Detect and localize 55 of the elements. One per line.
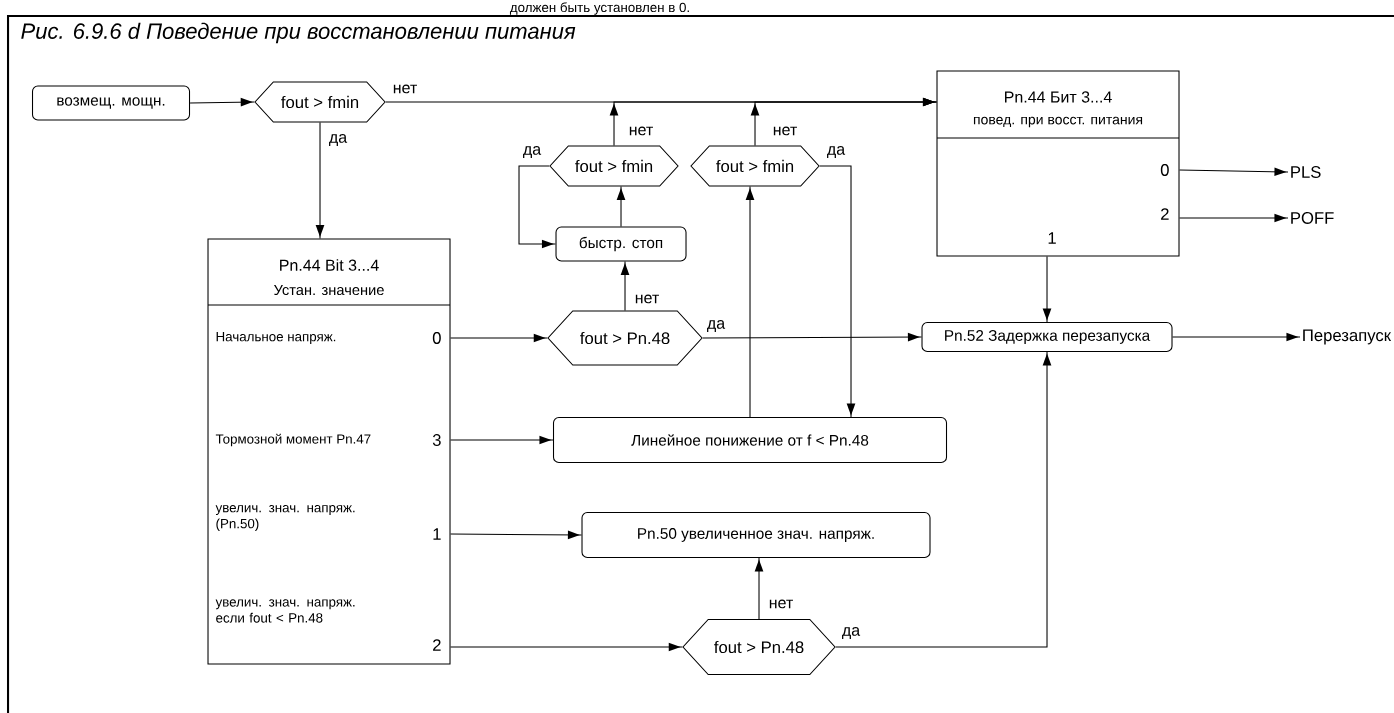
note-text: должен быть установлен в 0. [509, 2, 689, 15]
process-box: Pn.52 Задержка перезапуска [921, 321, 1173, 353]
arrow [745, 186, 755, 418]
edge-label: нет [771, 125, 799, 137]
edge-label: да [705, 318, 727, 334]
option-number: 3 [432, 434, 441, 446]
decision-hexagon: fout > fmin [254, 81, 386, 123]
decision-hexagon: fout > fmin [690, 145, 820, 187]
decision-hexagon: fout > Pn.48 [547, 310, 703, 366]
arrow [315, 122, 325, 239]
arrow [450, 642, 683, 652]
option-number: 1 [433, 528, 441, 540]
option-number: 0 [1160, 164, 1169, 176]
output-label: PLS [1291, 166, 1321, 178]
decision-hexagon: fout > Pn.48 [682, 618, 836, 676]
arrow [616, 186, 626, 227]
edge-label: нет [627, 125, 655, 137]
edge-label: да [840, 625, 862, 641]
arrow [702, 332, 922, 342]
edge-label: да [327, 132, 349, 148]
process-box: Линейное понижение от f < Pn.48 [552, 416, 948, 464]
arrow [450, 435, 554, 445]
process-box: возмещ. мощн. [32, 85, 191, 121]
output-label: POFF [1291, 212, 1334, 224]
arrow [450, 530, 582, 540]
figure-title: Рис. 6.9.6 d Поведение при восстановлении питания [21, 22, 576, 44]
option-label: увелич. знач. напряж. (Pn.50) [215, 505, 355, 531]
decision-hexagon: fout > fmin [549, 145, 679, 187]
arrow [754, 557, 764, 620]
arrow [750, 97, 937, 146]
edge-label: нет [391, 83, 419, 95]
edge-label: да [521, 144, 543, 160]
option-number: 0 [432, 332, 441, 344]
process-box: быстр. стоп [555, 226, 687, 262]
edge-label: нет [633, 293, 661, 305]
arrow [1042, 256, 1052, 323]
arrow [1179, 167, 1289, 177]
option-number: 2 [1161, 208, 1169, 220]
arrow [518, 165, 556, 249]
option-number: 1 [1048, 232, 1056, 244]
option-number: 2 [433, 639, 441, 651]
edge-label: нет [767, 598, 795, 610]
arrow [835, 351, 1052, 648]
process-box: Pn.50 увеличенное знач. напряж. [581, 511, 931, 559]
option-label: Тормозной момент Pn.47 [215, 433, 371, 447]
arrow [450, 333, 548, 343]
output-label: Перезапуск [1303, 329, 1392, 345]
edge-label: да [825, 144, 847, 160]
arrow [189, 97, 255, 107]
option-label: Начальное напряж. [216, 332, 336, 344]
arrow [1172, 332, 1301, 342]
arrow [819, 165, 856, 418]
arrow [1179, 213, 1289, 223]
option-label: увелич. знач. напряж. если fout < Pn.48 [215, 599, 355, 623]
arrow [620, 261, 630, 311]
